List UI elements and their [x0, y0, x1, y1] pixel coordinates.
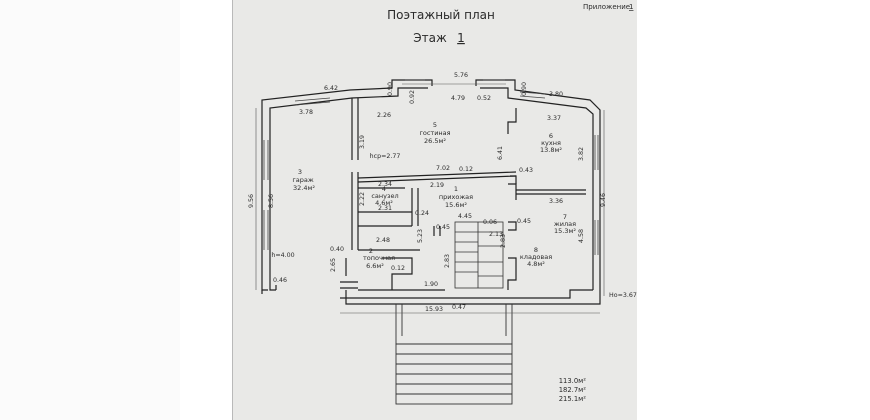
- svg-text:4.8м²: 4.8м²: [527, 260, 545, 268]
- dim-label: 0.52: [477, 95, 491, 102]
- dim-label: 0.43: [519, 167, 533, 174]
- svg-text:26.5м²: 26.5м²: [424, 137, 446, 145]
- dim-label: 3.19: [359, 135, 366, 149]
- svg-text:8: 8: [534, 246, 538, 254]
- right-margin: [637, 0, 870, 420]
- total-area-3: 215.1м²: [559, 395, 587, 403]
- appendix-number: 1: [629, 3, 633, 11]
- dim-label: 3.36: [549, 198, 563, 205]
- dim-label: 0.46: [273, 277, 287, 284]
- dim-label: 9.56: [248, 194, 255, 208]
- dim-label: 4.58: [578, 229, 585, 243]
- room-3-label: 3 гараж 32.4м²: [292, 168, 315, 192]
- dim-label: 4.79: [451, 95, 465, 102]
- dim-label: 2.83: [444, 254, 451, 268]
- svg-text:кухня: кухня: [541, 139, 561, 147]
- svg-text:32.4м²: 32.4м²: [293, 184, 315, 192]
- svg-text:гостиная: гостиная: [419, 129, 450, 137]
- room-7-label: 7 жилая 15.3м²: [554, 213, 576, 235]
- windows: [263, 79, 599, 255]
- dim-label: 2.31: [378, 205, 392, 212]
- dim-label: 0.06: [483, 219, 497, 226]
- total-area-1: 113.0м²: [559, 377, 587, 385]
- dim-label: 0.47: [452, 304, 466, 311]
- dimension-labels: 5.76 6.42 0.90 0.92 4.79 0.52 0.90 3.80 …: [248, 72, 637, 313]
- binder-margin: [0, 0, 180, 420]
- dim-label: 2.19: [430, 182, 444, 189]
- dim-label: 2.48: [376, 237, 390, 244]
- porch: [395, 304, 513, 405]
- svg-text:5: 5: [433, 121, 437, 129]
- dim-label: 8.56: [268, 194, 275, 208]
- interior-stair: [454, 221, 504, 289]
- svg-text:1: 1: [454, 185, 458, 193]
- dim-label: 1.90: [424, 281, 438, 288]
- svg-text:жилая: жилая: [554, 220, 576, 228]
- svg-text:прихожая: прихожая: [439, 193, 473, 201]
- appendix-label: Приложение: [583, 3, 630, 11]
- room-labels: 1 прихожая 15.6м² 2 топочная 6.6м² 3 гар…: [292, 121, 576, 270]
- dim-label: 2.26: [377, 112, 391, 119]
- dim-label: h=4.00: [271, 252, 294, 259]
- dim-label: 0.45: [436, 224, 450, 231]
- room-1-label: 1 прихожая 15.6м²: [439, 185, 473, 209]
- dim-label: 2.34: [378, 181, 392, 188]
- area-totals: 113.0м² 182.7м² 215.1м²: [559, 377, 587, 403]
- dim-label: 0.12: [459, 166, 473, 173]
- svg-text:гараж: гараж: [292, 176, 314, 184]
- dim-label: hср=2.77: [370, 153, 401, 160]
- svg-text:санузел: санузел: [371, 192, 398, 200]
- dim-label: 3.37: [547, 115, 561, 122]
- dim-label: 2.13: [489, 231, 503, 238]
- room-5-label: 5 гостиная 26.5м²: [419, 121, 450, 145]
- plan-title: Поэтажный план: [387, 8, 495, 22]
- dim-label: 3.82: [578, 147, 585, 161]
- dim-label: 2.65: [330, 258, 337, 272]
- dim-label: 7.02: [436, 165, 450, 172]
- interior-walls: [340, 98, 586, 291]
- svg-text:топочная: топочная: [363, 254, 395, 262]
- dim-label: 0.90: [521, 82, 528, 96]
- room-4-label: 4 санузел 4.6м²: [371, 185, 398, 207]
- svg-text:15.6м²: 15.6м²: [445, 201, 467, 209]
- dim-label: 6.41: [497, 146, 504, 160]
- dim-label: 2.22: [359, 192, 366, 206]
- floor-number: 1: [457, 31, 465, 45]
- floor-label: Этаж: [413, 31, 447, 45]
- dim-label: 0.92: [409, 90, 416, 104]
- dim-label: 5.76: [454, 72, 468, 79]
- svg-text:4.6м²: 4.6м²: [375, 199, 393, 207]
- dim-label: 6.42: [324, 85, 338, 92]
- dim-label: 4.45: [458, 213, 472, 220]
- dim-label: 0.24: [415, 210, 429, 217]
- room-8-label: 8 кладовая 4.8м²: [520, 246, 552, 268]
- room-6-label: 6 кухня 13.8м²: [540, 132, 562, 154]
- svg-text:6: 6: [549, 132, 553, 140]
- dim-label: 5.23: [417, 229, 424, 243]
- dim-label: 3.78: [299, 109, 313, 116]
- total-area-2: 182.7м²: [559, 386, 587, 394]
- dim-label: 0.12: [391, 265, 405, 272]
- svg-text:15.3м²: 15.3м²: [554, 227, 576, 235]
- dim-label: 3.80: [549, 91, 563, 98]
- room-2-label: 2 топочная 6.6м²: [363, 247, 395, 270]
- dim-label: 0.90: [387, 82, 394, 96]
- svg-text:4: 4: [382, 185, 386, 193]
- dim-label: 15.93: [425, 306, 443, 313]
- dimension-lines: [255, 83, 605, 314]
- floor-plan-sheet: [233, 0, 637, 420]
- dim-label: 2.83: [500, 234, 507, 248]
- dim-label: Hо=3.67: [609, 292, 637, 299]
- svg-text:2: 2: [369, 247, 373, 255]
- dim-label: 0.40: [330, 246, 344, 253]
- svg-text:3: 3: [298, 168, 302, 176]
- svg-text:13.8м²: 13.8м²: [540, 146, 562, 154]
- dim-label: 9.46: [600, 193, 607, 207]
- sheet-frame-line: [232, 0, 233, 420]
- dim-label: 0.45: [517, 218, 531, 225]
- svg-text:6.6м²: 6.6м²: [366, 262, 384, 270]
- svg-text:кладовая: кладовая: [520, 253, 552, 261]
- svg-text:7: 7: [563, 213, 567, 221]
